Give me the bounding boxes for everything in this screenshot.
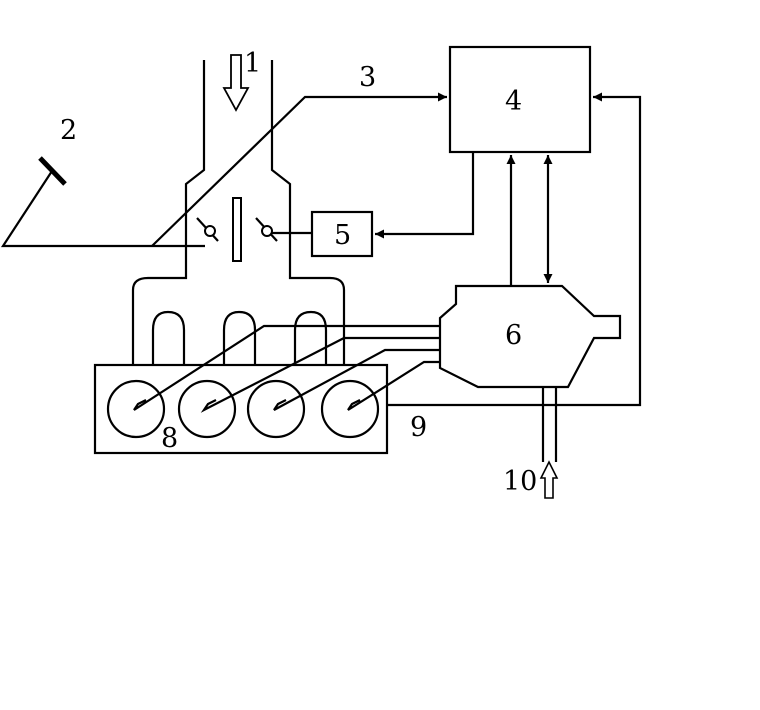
injection-lines <box>133 324 440 413</box>
engine-sensor-line <box>387 92 642 407</box>
label-5: 5 <box>334 220 351 251</box>
throttle-valve <box>196 197 278 262</box>
intake-runners <box>151 310 328 365</box>
accelerator-pedal <box>0 156 205 248</box>
label-9: 9 <box>410 412 427 443</box>
pedal-signal-line <box>151 92 447 247</box>
control-to-actuator-line <box>375 152 475 239</box>
label-3: 3 <box>359 62 376 93</box>
label-6: 6 <box>505 320 522 351</box>
label-2: 2 <box>60 115 77 146</box>
air-inflow-arrow <box>222 54 250 112</box>
label-1: 1 <box>244 48 261 79</box>
label-8: 8 <box>161 423 178 454</box>
injection-pump-block <box>438 284 622 389</box>
label-4: 4 <box>505 86 522 117</box>
fuel-inlet <box>539 387 559 499</box>
control-unit-block <box>448 45 592 154</box>
intake-pipe <box>131 60 346 365</box>
label-10: 10 <box>503 466 537 497</box>
